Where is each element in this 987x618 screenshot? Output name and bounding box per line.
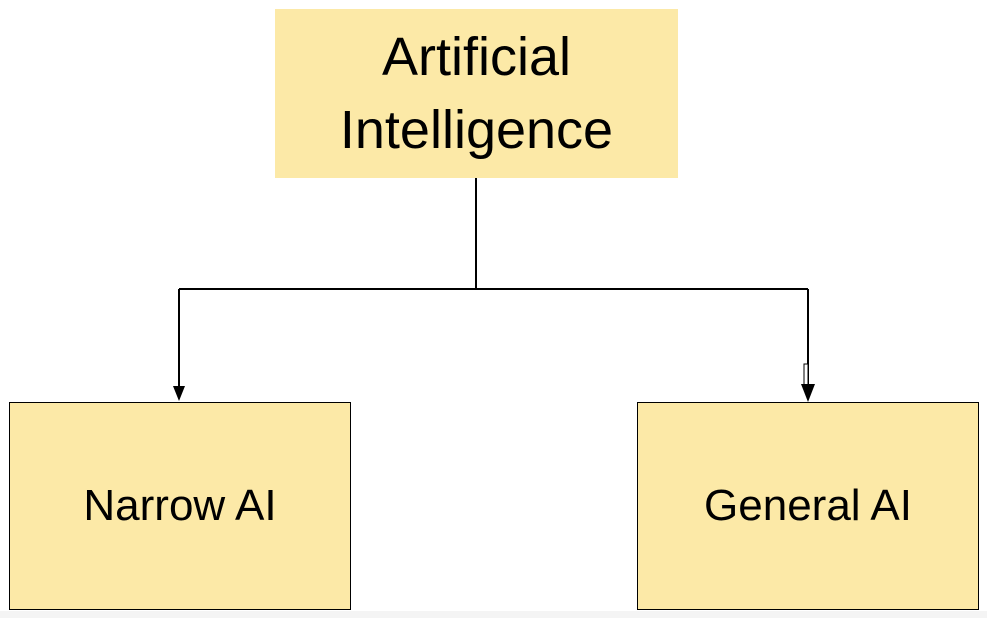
child-node-general-ai: General AI [637, 402, 979, 610]
bottom-border-strip [0, 611, 987, 618]
arrowhead-narrow-ai [173, 386, 185, 401]
root-node-artificial-intelligence: Artificial Intelligence [275, 9, 678, 178]
root-node-label: Artificial Intelligence [339, 26, 614, 160]
child-node-label-general-ai: General AI [704, 481, 912, 530]
edge-notch-general-ai [803, 363, 809, 387]
arrowhead-general-ai [801, 384, 815, 402]
child-node-label-narrow-ai: Narrow AI [83, 481, 277, 530]
child-node-narrow-ai: Narrow AI [9, 402, 351, 610]
